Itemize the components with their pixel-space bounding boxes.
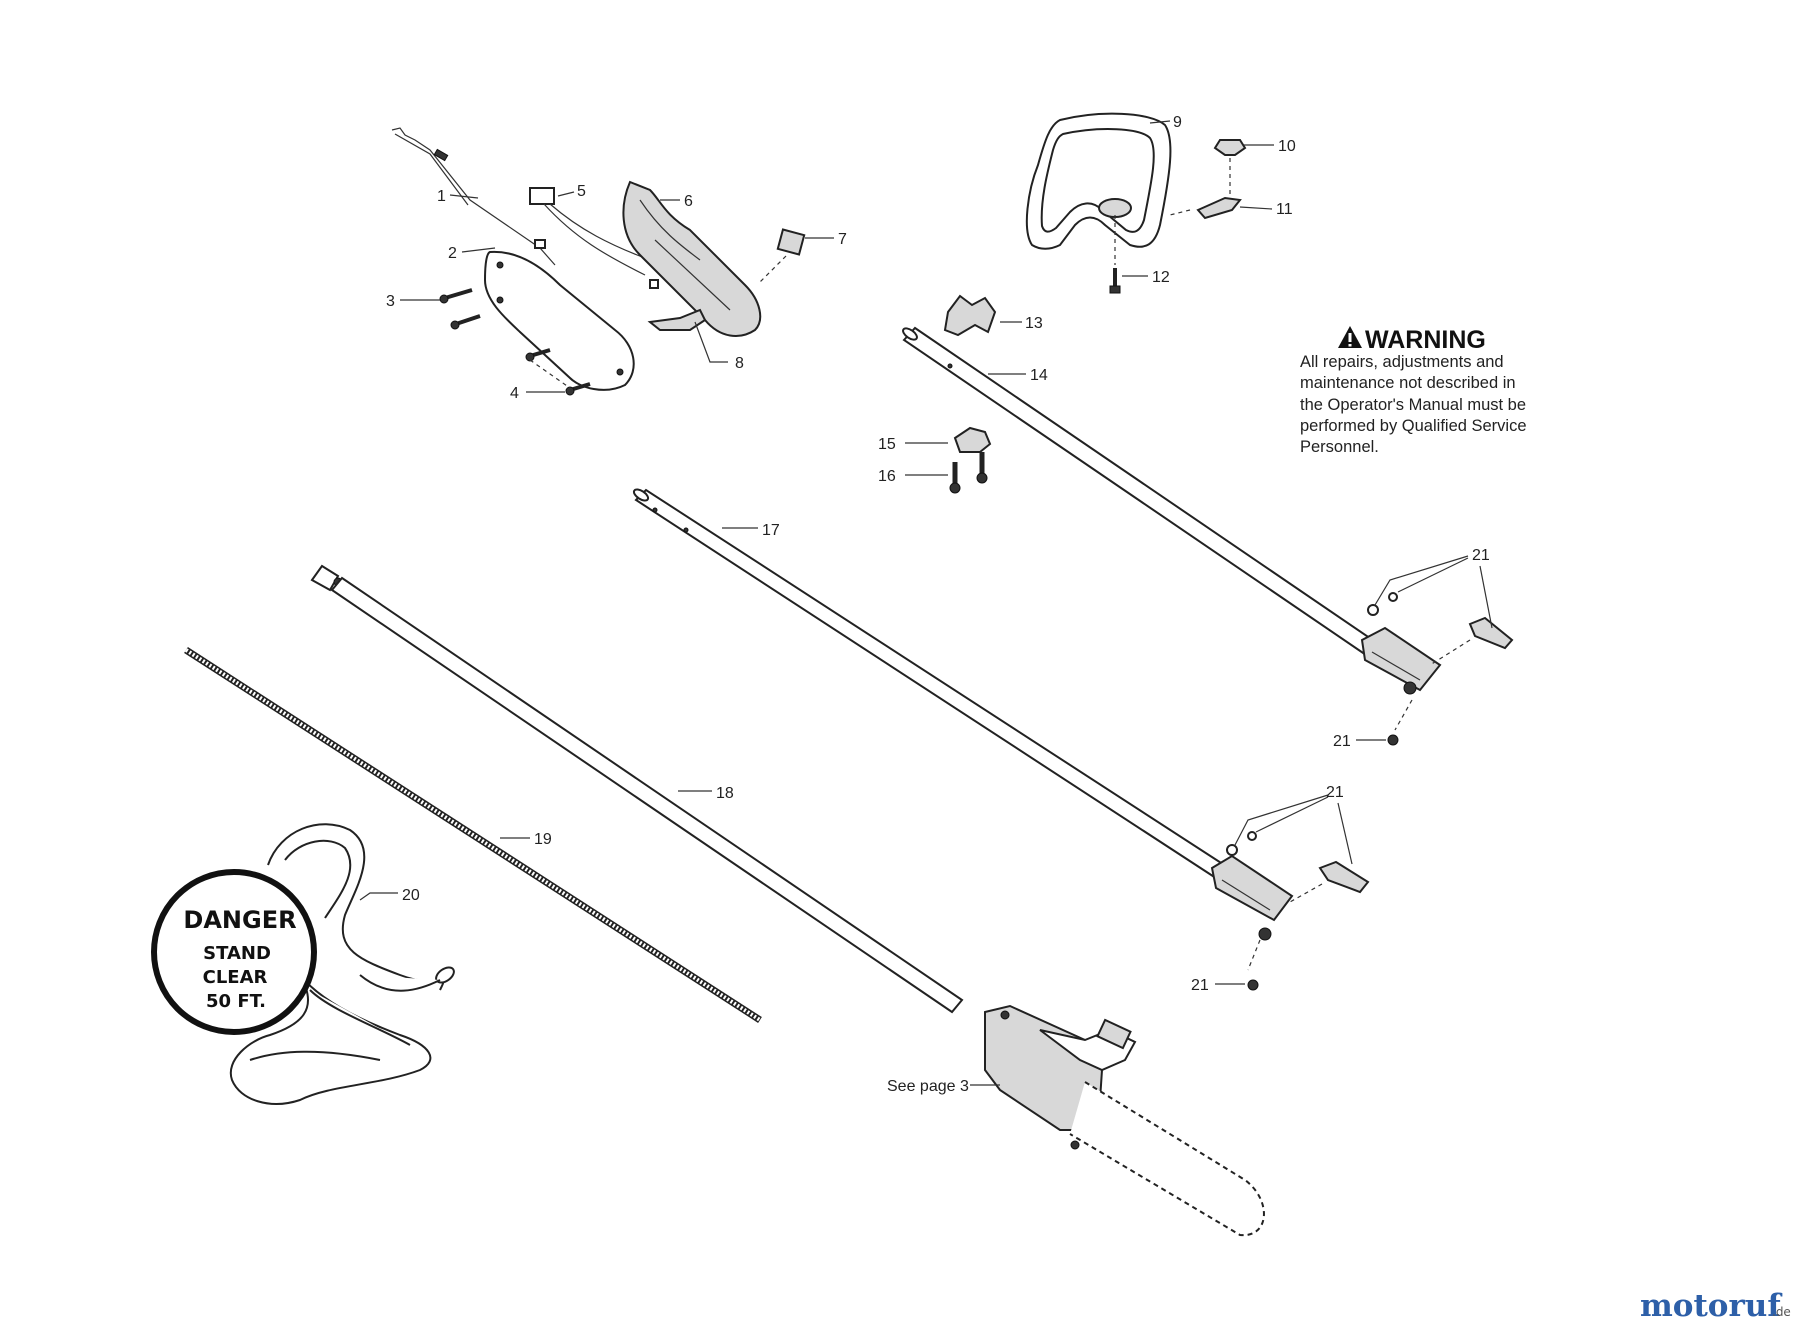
part-screws-3 — [439, 288, 481, 330]
handle-assembly — [391, 127, 806, 396]
callout-4: 4 — [510, 385, 519, 402]
part-knob-21-upper — [1367, 592, 1514, 746]
part-knob-21-lower — [1226, 831, 1370, 991]
warning-triangle-icon — [1338, 326, 1362, 348]
callout-10: 10 — [1278, 138, 1296, 155]
callout-1: 1 — [437, 188, 446, 205]
watermark-main: motoruf — [1640, 1288, 1782, 1324]
callout-21-lower-nut: 21 — [1191, 977, 1209, 994]
danger-title: DANGER — [183, 906, 296, 934]
callout-19: 19 — [534, 831, 552, 848]
danger-line-1: STAND — [203, 943, 271, 964]
part-clamp-11 — [1196, 196, 1242, 220]
warning-line-3: the Operator's Manual must be — [1300, 396, 1526, 414]
part-throttle-cable — [391, 127, 556, 266]
watermark-suffix: .de — [1772, 1305, 1791, 1319]
chainsaw-bar — [1069, 1081, 1265, 1237]
warning-block: WARNING All repairs, adjustments and mai… — [1300, 326, 1527, 456]
danger-tag: DANGER STAND CLEAR 50 FT. — [151, 869, 317, 1035]
callout-3: 3 — [386, 293, 395, 310]
see-page-callout: See page 3 — [887, 1078, 969, 1095]
part-lever — [647, 308, 707, 331]
warning-line-5: Personnel. — [1300, 438, 1379, 456]
callout-9: 9 — [1173, 114, 1182, 131]
chainsaw-head — [984, 1004, 1265, 1237]
callout-7: 7 — [838, 231, 847, 248]
callout-14: 14 — [1030, 367, 1048, 384]
callout-17: 17 — [762, 522, 780, 539]
callout-20: 20 — [402, 887, 420, 904]
part-middle-shaft-17 — [632, 488, 1294, 941]
callout-21-lower: 21 — [1326, 784, 1344, 801]
callout-18: 18 — [716, 785, 734, 802]
danger-line-3: 50 FT. — [206, 991, 266, 1012]
callout-2: 2 — [448, 245, 457, 262]
part-clamp-15 — [953, 426, 992, 453]
danger-line-2: CLEAR — [203, 967, 268, 988]
callout-6: 6 — [684, 193, 693, 210]
callout-21-upper: 21 — [1472, 547, 1490, 564]
callout-11: 11 — [1276, 201, 1293, 218]
callout-21-upper-nut: 21 — [1333, 733, 1351, 750]
part-upper-shaft-14 — [902, 326, 1442, 695]
part-bolt-12 — [1109, 268, 1121, 294]
part-trigger-button — [776, 228, 806, 256]
callout-12: 12 — [1152, 269, 1170, 286]
callout-8: 8 — [735, 355, 744, 372]
part-screws-16 — [949, 452, 988, 494]
part-harness-strap-20: DANGER STAND CLEAR 50 FT. — [151, 823, 455, 1105]
callout-13: 13 — [1025, 315, 1043, 332]
part-bracket-13 — [943, 294, 997, 337]
part-drive-shaft-18 — [310, 564, 964, 1014]
watermark-logo: motoruf .de — [1640, 1288, 1791, 1324]
loop-handle-assembly — [1025, 112, 1247, 294]
warning-title: WARNING — [1365, 326, 1486, 354]
part-nut-10 — [1213, 139, 1247, 156]
warning-line-4: performed by Qualified Service — [1300, 417, 1527, 435]
callout-5: 5 — [577, 183, 586, 200]
part-handle-half-left — [483, 250, 635, 391]
callout-16: 16 — [878, 468, 896, 485]
callout-15: 15 — [878, 436, 896, 453]
part-flex-shaft-19 — [184, 647, 762, 1023]
part-screws-4 — [525, 348, 591, 396]
callouts: 1 2 3 4 5 6 7 8 9 10 11 12 13 14 15 16 1 — [359, 114, 1493, 1095]
warning-line-2: maintenance not described in — [1300, 374, 1516, 392]
part-handle-half-right — [622, 180, 762, 337]
part-switch-wires — [529, 187, 659, 289]
warning-line-1: All repairs, adjustments and — [1300, 353, 1504, 371]
